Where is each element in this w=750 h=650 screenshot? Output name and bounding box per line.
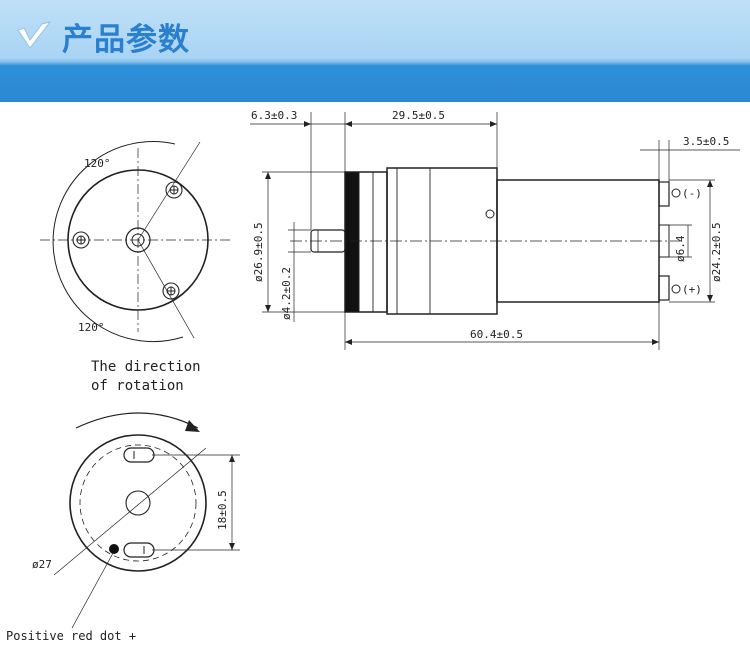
total-length-label: 60.4±0.5 [470, 328, 523, 341]
rotation-arrow-arc [75, 412, 199, 429]
motor-dia-label: ø24.2±0.5 [710, 222, 723, 282]
rotation-arrow-head [185, 420, 200, 432]
angle-arc [52, 141, 184, 343]
angle-bottom-label: 120° [78, 321, 105, 334]
screw-bottom [162, 282, 180, 300]
terminal-offset-label: 3.5±0.5 [683, 135, 729, 148]
pump-head-dia-label: ø26.9±0.5 [252, 222, 265, 282]
bottom-outer-circle [69, 434, 207, 572]
terminal-plus [658, 275, 670, 301]
terminal-slot-top [123, 447, 155, 463]
screw-left [72, 231, 90, 249]
radial-line-top [137, 141, 201, 241]
bottom-inner-circle [79, 444, 197, 562]
front-view [40, 141, 232, 343]
shaft-dia-label: ø4.2±0.2 [280, 267, 293, 320]
pin-spacing-label: 18±0.5 [216, 490, 229, 530]
rotation-label-line1: The direction [91, 359, 201, 375]
bottom-hub [125, 490, 151, 516]
pump-head-front [344, 171, 360, 313]
bottom-view [53, 412, 240, 629]
check-icon [17, 21, 52, 49]
body-length-label: 29.5±0.5 [392, 109, 445, 122]
terminal-plus-label: (+) [682, 283, 702, 296]
front-hub-outer [125, 227, 151, 253]
side-view [250, 112, 740, 350]
body-screw [485, 209, 495, 219]
front-hub-inner [131, 233, 145, 247]
bottom-diameter-label: ø27 [32, 558, 52, 571]
diameter-leader [53, 447, 207, 576]
shaft-length-label: 6.3±0.3 [251, 109, 297, 122]
angle-top-label: 120° [84, 157, 111, 170]
terminal-spacing-label: ø6.4 [674, 235, 687, 262]
red-dot-leader [71, 552, 114, 629]
red-dot-label: Positive red dot + [6, 629, 136, 643]
terminal-minus-label: (-) [682, 187, 702, 200]
positive-red-dot [109, 544, 119, 554]
screw-top [165, 181, 183, 199]
page-title: 产品参数 [62, 22, 190, 58]
header-banner: 产品参数 [0, 0, 750, 102]
rotation-label-line2: of rotation [91, 378, 184, 394]
terminal-slot-bottom [123, 542, 155, 558]
terminal-minus [658, 181, 670, 207]
radial-line-bottom [137, 239, 195, 339]
